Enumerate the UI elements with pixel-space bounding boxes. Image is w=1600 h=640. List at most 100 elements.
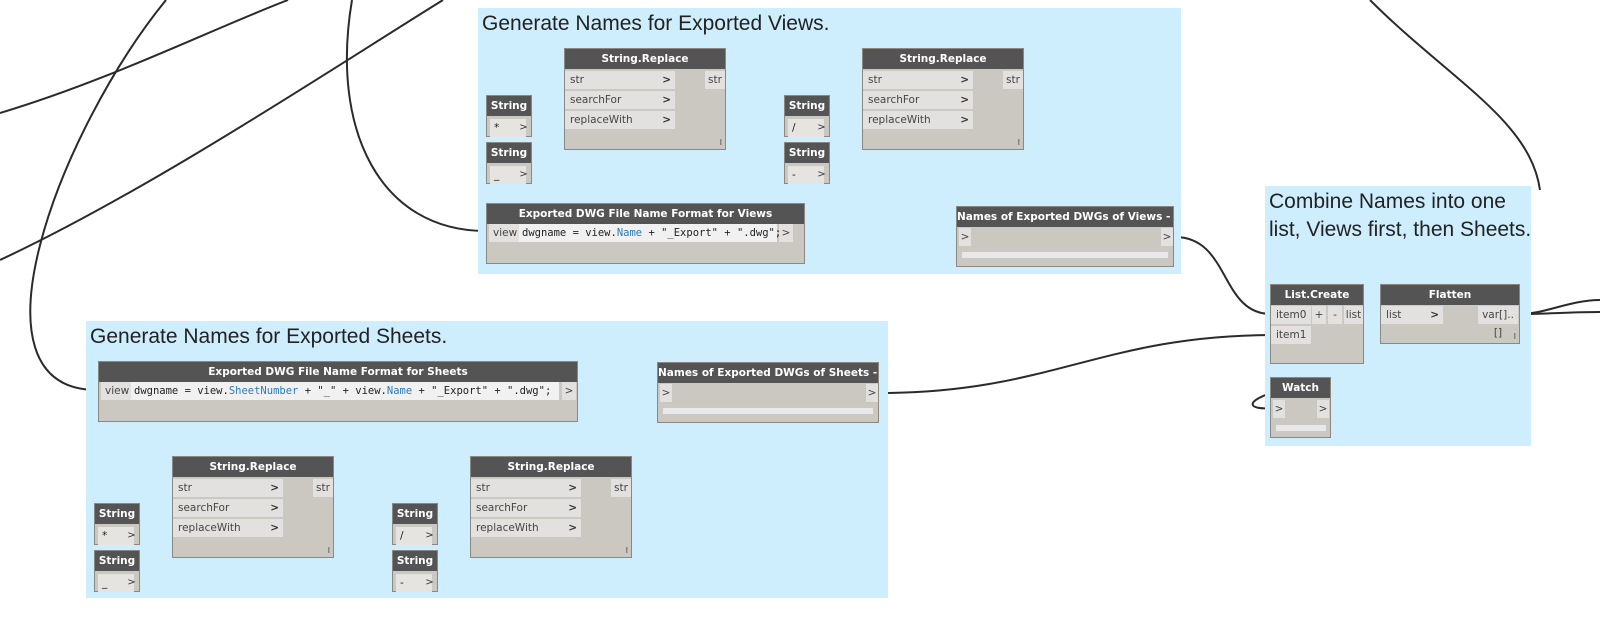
watch-output-port[interactable]: >	[866, 384, 878, 402]
output-port-str[interactable]: str	[611, 479, 631, 497]
string-value-field[interactable]: /	[396, 527, 432, 545]
input-port-view[interactable]: view	[101, 382, 131, 400]
watch-input-port[interactable]: >	[1273, 400, 1285, 418]
code-segment: dwgname = view.	[134, 385, 229, 397]
watch-display	[961, 251, 1169, 259]
input-port-str[interactable]: str>	[863, 71, 973, 89]
port-label: searchFor	[476, 502, 528, 514]
output-arrow[interactable]: >	[425, 577, 434, 588]
node-title: Names of Exported DWGs of Views - Watch	[957, 207, 1173, 227]
string-input-node[interactable]: String - >	[392, 550, 438, 592]
wire	[0, 0, 289, 114]
port-label: searchFor	[570, 94, 622, 106]
wire	[1519, 311, 1600, 315]
input-port-str[interactable]: str>	[471, 479, 581, 497]
input-port-item0[interactable]: item0	[1271, 306, 1311, 324]
input-port-replacewith[interactable]: replaceWith >	[173, 519, 283, 537]
string-input-node[interactable]: String - >	[784, 142, 830, 184]
output-arrow[interactable]: >	[519, 169, 528, 180]
string-value-field[interactable]: /	[788, 119, 824, 137]
string-value-field[interactable]: _	[490, 166, 526, 184]
port-label: replaceWith	[570, 114, 633, 126]
add-input-button[interactable]: +	[1312, 306, 1326, 324]
node-title: String	[487, 96, 531, 116]
input-port-view[interactable]: view	[489, 224, 519, 242]
string-input-node[interactable]: String / >	[784, 95, 830, 137]
input-port-str[interactable]: str>	[565, 71, 675, 89]
input-port-replacewith[interactable]: replaceWith >	[863, 111, 973, 129]
string-input-node[interactable]: String _ >	[486, 142, 532, 184]
string-replace-node[interactable]: String.Replace str> searchFor> replaceWi…	[862, 48, 1024, 150]
chevron-right-icon: >	[270, 522, 279, 534]
input-port-replacewith[interactable]: replaceWith>	[565, 111, 675, 129]
string-value-field[interactable]: *	[98, 527, 134, 545]
string-replace-node[interactable]: String.Replace str> searchFor> replaceWi…	[564, 48, 726, 150]
string-input-node[interactable]: String * >	[94, 503, 140, 545]
input-port-replacewith[interactable]: replaceWith>	[471, 519, 581, 537]
input-port-str[interactable]: str>	[173, 479, 283, 497]
output-arrow[interactable]: >	[817, 122, 826, 133]
node-title: Exported DWG File Name Format for Sheets	[99, 362, 577, 382]
watch-output-port[interactable]: >	[1317, 400, 1329, 418]
string-input-node[interactable]: String _ >	[94, 550, 140, 592]
output-arrow[interactable]: >	[127, 577, 136, 588]
list-create-node[interactable]: List.Create item0 + - list item1	[1270, 284, 1364, 364]
node-title: String.Replace	[863, 49, 1023, 69]
remove-input-button[interactable]: -	[1328, 306, 1342, 324]
code-block-views[interactable]: Exported DWG File Name Format for Views …	[486, 203, 805, 264]
string-value-field[interactable]: *	[490, 119, 526, 137]
code-block-sheets[interactable]: Exported DWG File Name Format for Sheets…	[98, 361, 578, 422]
output-port-list[interactable]: list	[1344, 306, 1363, 324]
output-port-str[interactable]: str	[1003, 71, 1023, 89]
string-value-field[interactable]: -	[396, 574, 432, 592]
lacing-mark: l	[719, 138, 722, 147]
watch-display	[1275, 424, 1327, 432]
output-port-str[interactable]: str	[313, 479, 333, 497]
output-arrow[interactable]: >	[127, 530, 136, 541]
port-label: replaceWith	[178, 522, 241, 534]
chevron-right-icon: >	[1430, 309, 1439, 321]
chevron-right-icon: >	[960, 74, 969, 86]
output-port-var[interactable]: var[]..[]	[1478, 306, 1518, 339]
watch-input-port[interactable]: >	[959, 228, 971, 246]
wire	[1174, 236, 1272, 315]
watch-input-port[interactable]: >	[660, 384, 672, 402]
string-input-node[interactable]: String / >	[392, 503, 438, 545]
input-port-searchfor[interactable]: searchFor>	[471, 499, 581, 517]
output-port-str[interactable]: str	[705, 71, 725, 89]
lacing-mark: l	[625, 546, 628, 555]
input-port-searchfor[interactable]: searchFor >	[565, 91, 675, 109]
chevron-right-icon: >	[662, 94, 671, 106]
input-port-item1[interactable]: item1	[1271, 326, 1311, 344]
watch-node-sheets[interactable]: Names of Exported DWGs of Sheets - Watch…	[657, 362, 879, 423]
code-text[interactable]: dwgname = view.SheetNumber + "_" + view.…	[131, 382, 559, 400]
output-arrow[interactable]: >	[425, 530, 434, 541]
input-port-searchfor[interactable]: searchFor>	[173, 499, 283, 517]
output-port[interactable]: >	[562, 382, 576, 400]
code-keyword: Name	[386, 385, 413, 397]
output-port[interactable]: >	[779, 224, 793, 242]
output-arrow[interactable]: >	[519, 122, 528, 133]
port-label: replaceWith	[868, 114, 931, 126]
port-label: str	[570, 74, 584, 86]
watch-display	[662, 407, 874, 415]
node-title: String.Replace	[471, 457, 631, 477]
string-replace-node[interactable]: String.Replace str> searchFor> replaceWi…	[172, 456, 334, 558]
string-value-field[interactable]: _	[98, 574, 134, 592]
flatten-node[interactable]: Flatten list> var[]..[] l	[1380, 284, 1520, 344]
watch-output-port[interactable]: >	[1161, 228, 1173, 246]
watch-node-views[interactable]: Names of Exported DWGs of Views - Watch …	[956, 206, 1174, 267]
string-input-node[interactable]: String * >	[486, 95, 532, 137]
node-title: String	[785, 143, 829, 163]
string-replace-node[interactable]: String.Replace str> searchFor> replaceWi…	[470, 456, 632, 558]
input-port-searchfor[interactable]: searchFor>	[863, 91, 973, 109]
node-title: String	[95, 551, 139, 571]
output-arrow[interactable]: >	[817, 169, 826, 180]
watch-node[interactable]: Watch > >	[1270, 377, 1331, 438]
string-value-field[interactable]: -	[788, 166, 824, 184]
code-text[interactable]: dwgname = view.Name + "_Export" + ".dwg"…	[519, 224, 781, 242]
chevron-right-icon: >	[960, 114, 969, 126]
input-port-list[interactable]: list>	[1381, 306, 1443, 324]
port-label: searchFor	[178, 502, 230, 514]
node-title: String	[785, 96, 829, 116]
